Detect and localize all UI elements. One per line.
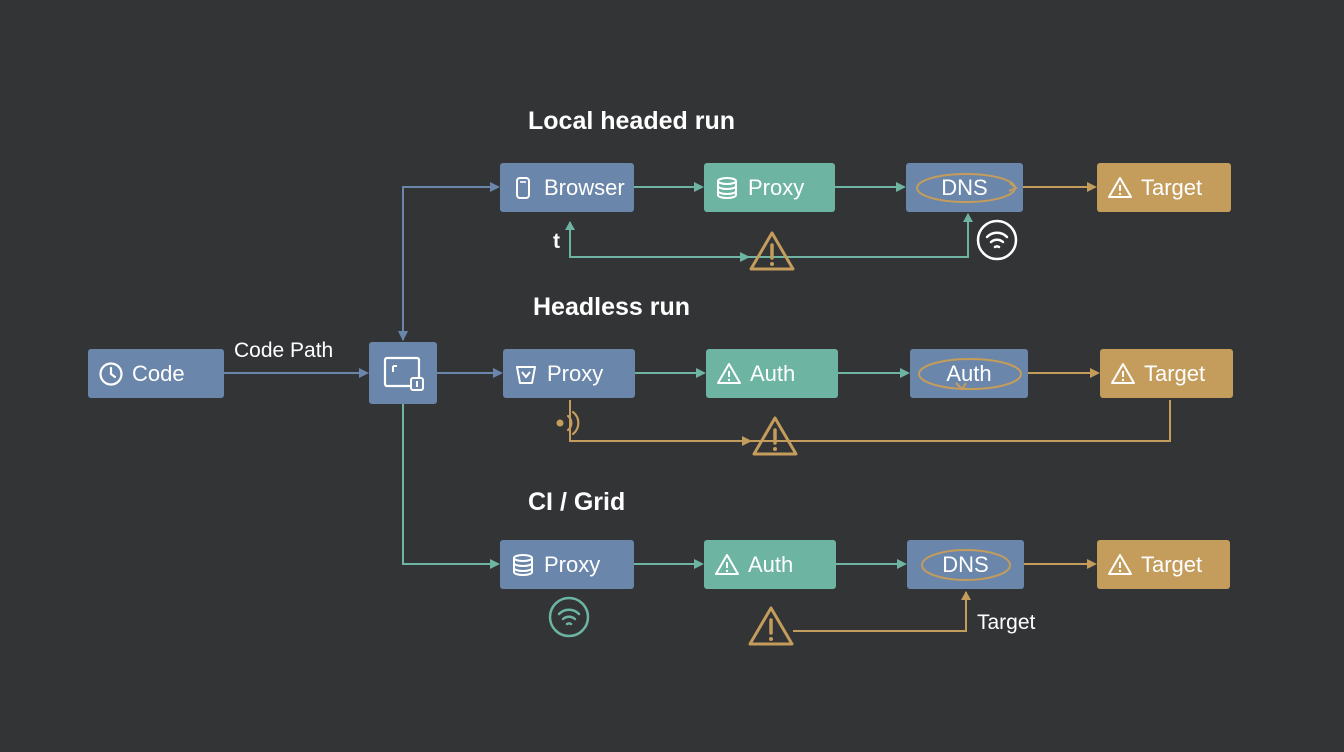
database-icon: [510, 552, 536, 578]
warning-icon: [752, 416, 798, 456]
ci-proxy-label: Proxy: [544, 551, 601, 577]
local-dns-label: DNS: [941, 174, 988, 200]
headless-auth-node[interactable]: Auth: [706, 349, 838, 398]
warning-icon: [1107, 552, 1133, 578]
code-path-label: Code Path: [234, 339, 334, 362]
wifi-icon: [548, 596, 590, 638]
ring-icon: [916, 173, 1018, 203]
headless-auth-label: Auth: [750, 360, 796, 386]
phone-icon: [510, 175, 536, 201]
database-icon: [714, 175, 740, 201]
router-hub[interactable]: [369, 342, 437, 404]
bucket-icon: [513, 361, 539, 387]
ci-target-node[interactable]: Target: [1097, 540, 1230, 589]
headless-target-label: Target: [1144, 360, 1206, 386]
headless-loop: [569, 400, 1171, 442]
signal-icon: [556, 410, 580, 436]
section-title-headless: Headless run: [533, 293, 691, 321]
section-title-local: Local headed run: [528, 107, 735, 135]
warning-icon: [1107, 175, 1133, 201]
code-node-label: Code: [132, 360, 185, 386]
local-proxy-label: Proxy: [748, 174, 805, 200]
warning-icon: [749, 231, 795, 271]
ci-auth-label: Auth: [748, 551, 794, 577]
local-loop: [569, 214, 969, 258]
local-proxy-node[interactable]: Proxy: [704, 163, 835, 212]
ring-icon: [918, 358, 1022, 391]
headless-proxy-node[interactable]: Proxy: [503, 349, 635, 398]
ci-dns-node[interactable]: DNS: [907, 540, 1024, 589]
edge-hub-to-local: [402, 182, 500, 340]
code-node[interactable]: Code: [88, 349, 224, 398]
local-target-node[interactable]: Target: [1097, 163, 1231, 212]
ci-loop: [793, 592, 967, 632]
warning-icon: [716, 361, 742, 387]
ci-auth-node[interactable]: Auth: [704, 540, 836, 589]
local-browser-label: Browser: [544, 174, 625, 200]
headless-proxy-label: Proxy: [547, 360, 604, 386]
ci-loop-label: Target: [977, 611, 1036, 634]
router-icon: [383, 356, 424, 391]
ci-target-label: Target: [1141, 551, 1203, 577]
warning-icon: [1110, 361, 1136, 387]
wifi-icon: [976, 219, 1018, 261]
edge-hub-to-ci: [402, 404, 500, 569]
warning-icon: [748, 606, 794, 646]
headless-auth2-label: Auth: [946, 360, 992, 386]
local-dns-node[interactable]: DNS: [906, 163, 1023, 212]
headless-auth2-node[interactable]: Auth: [910, 349, 1028, 398]
local-browser-node[interactable]: Browser: [500, 163, 634, 212]
headless-target-node[interactable]: Target: [1100, 349, 1233, 398]
local-target-label: Target: [1141, 174, 1203, 200]
clock-icon: [98, 361, 124, 387]
local-loop-label: t: [553, 230, 560, 253]
warning-icon: [714, 552, 740, 578]
section-title-ci: CI / Grid: [528, 488, 626, 516]
ci-dns-label: DNS: [942, 551, 989, 577]
ci-proxy-node[interactable]: Proxy: [500, 540, 634, 589]
ring-icon: [921, 549, 1011, 581]
